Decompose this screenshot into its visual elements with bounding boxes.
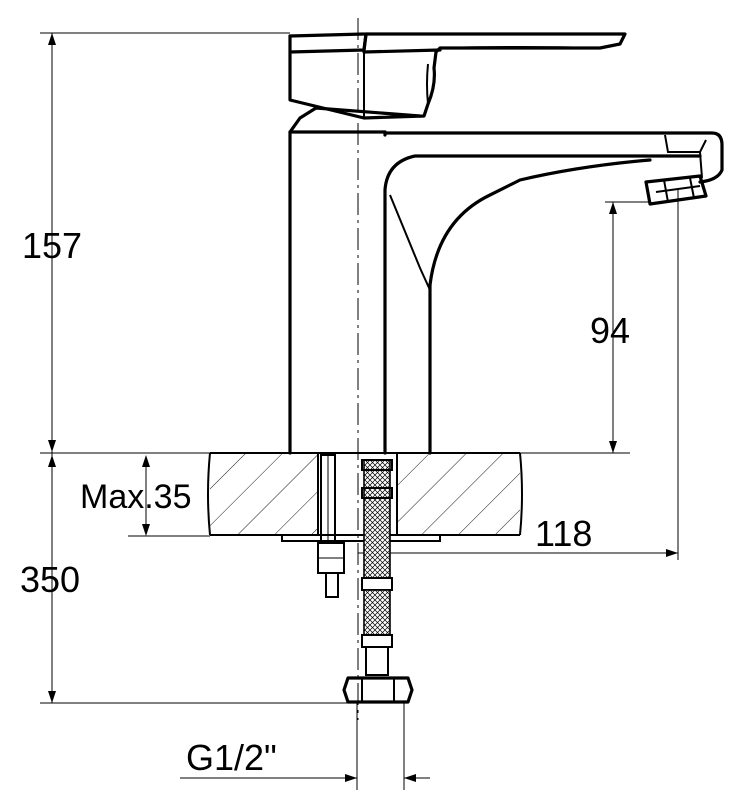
dim-label-g12: G1/2" [186, 737, 277, 778]
dim-label-max-35: Max.35 [80, 478, 192, 516]
countertop-section [207, 452, 523, 542]
mounting-stud [317, 454, 345, 598]
faucet-handle [288, 32, 627, 120]
dim-label-94: 94 [590, 310, 630, 351]
faucet-body [288, 106, 724, 455]
dim-label-157: 157 [22, 225, 82, 266]
flexible-hose [342, 459, 414, 704]
dim-label-350: 350 [20, 559, 80, 600]
dimension-lines [40, 32, 679, 790]
dim-label-118: 118 [535, 513, 592, 554]
